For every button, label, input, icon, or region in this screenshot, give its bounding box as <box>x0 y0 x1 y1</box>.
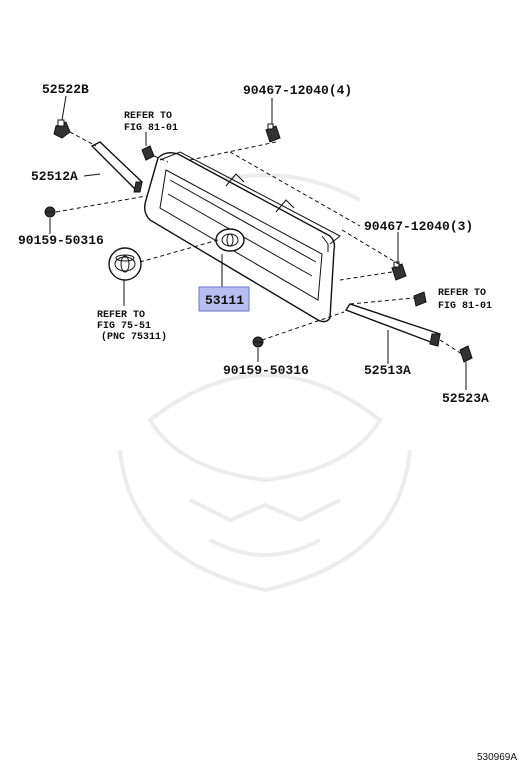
right-molding <box>344 303 441 347</box>
refer-right-line2[interactable]: FIG 81-01 <box>438 301 492 312</box>
label-53111-highlight <box>198 286 250 312</box>
clip-52522b-icon <box>53 119 71 139</box>
label-52522b[interactable]: 52522B <box>42 82 89 97</box>
refer-left-line3: (PNC 75311) <box>101 331 167 343</box>
front-emblem-icon <box>108 247 142 281</box>
label-90467-top[interactable]: 90467-12040(4) <box>243 83 352 98</box>
clip-90467-top-icon <box>265 123 281 143</box>
screw-90159-bottom-icon <box>252 336 264 348</box>
leader-lines <box>49 95 467 390</box>
label-90159-left[interactable]: 90159-50316 <box>18 233 104 248</box>
label-52512a[interactable]: 52512A <box>31 169 78 184</box>
refer-left-line2[interactable]: FIG 75-51 <box>97 321 151 332</box>
assembly-lines <box>55 131 463 355</box>
refer-right-line1: REFER TO <box>438 288 486 299</box>
label-52513a[interactable]: 52513A <box>364 363 411 378</box>
refer-top-line2[interactable]: FIG 81-01 <box>124 123 178 134</box>
grille-emblem-icon <box>215 228 245 252</box>
label-90467-right[interactable]: 90467-12040(3) <box>364 219 473 234</box>
clip-top-refer-icon <box>141 145 155 161</box>
clip-90467-right-icon <box>391 261 407 281</box>
label-53111[interactable]: 53111 <box>205 293 244 308</box>
screw-90159-left-icon <box>44 206 56 218</box>
left-molding <box>90 141 143 193</box>
figure-id: 530969A <box>477 752 517 763</box>
clip-52523a-icon <box>459 345 473 363</box>
refer-top-line1: REFER TO <box>124 111 172 122</box>
refer-left-line1: REFER TO <box>97 310 145 321</box>
label-52523a[interactable]: 52523A <box>442 391 489 406</box>
label-90159-bottom[interactable]: 90159-50316 <box>223 363 309 378</box>
clip-right-refer-icon <box>413 291 427 307</box>
